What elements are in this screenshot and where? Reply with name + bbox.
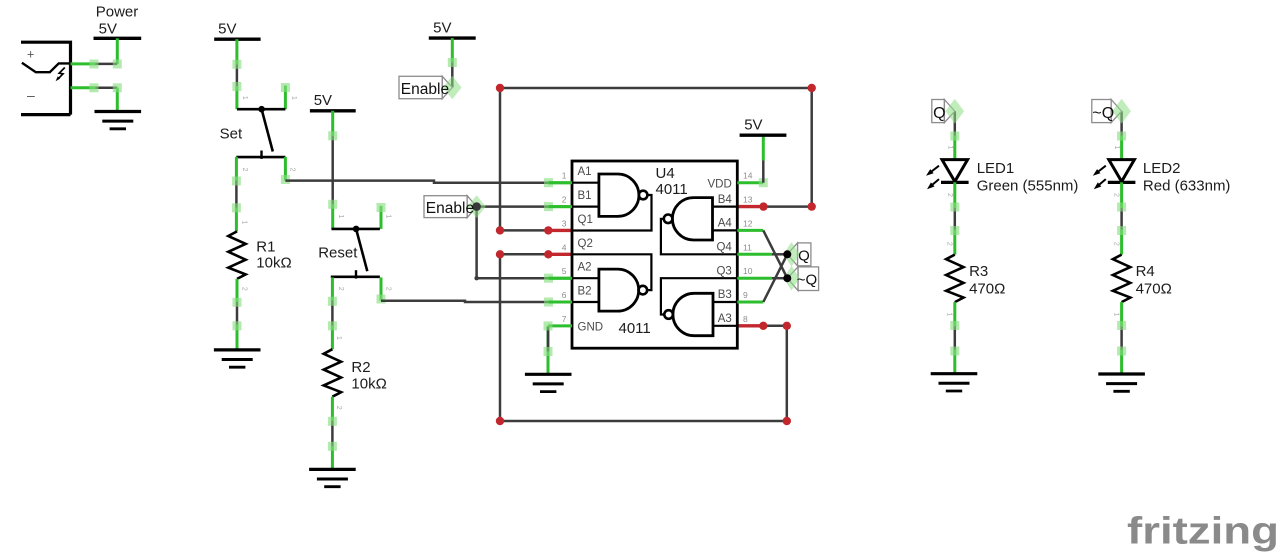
svg-text:R2: R2: [351, 359, 370, 376]
svg-text:A1: A1: [578, 166, 592, 178]
svg-text:5V: 5V: [99, 20, 117, 37]
svg-text:Q1: Q1: [578, 214, 593, 226]
svg-text:A3: A3: [718, 313, 732, 325]
svg-text:1: 1: [1112, 313, 1119, 317]
svg-text:2: 2: [335, 406, 342, 410]
svg-text:7: 7: [562, 314, 567, 324]
svg-text:470Ω: 470Ω: [969, 280, 1005, 297]
svg-text:Q4: Q4: [716, 242, 732, 254]
svg-text:GND: GND: [578, 322, 604, 334]
svg-text:Q3: Q3: [716, 265, 731, 277]
svg-text:B2: B2: [578, 286, 592, 298]
svg-text:fritzing: fritzing: [1127, 511, 1279, 553]
svg-text:Q: Q: [798, 247, 810, 264]
svg-text:–: –: [27, 87, 35, 103]
svg-text:1: 1: [241, 96, 248, 100]
svg-text:LED1: LED1: [977, 160, 1015, 177]
svg-text:1: 1: [290, 96, 297, 100]
svg-text:5V: 5V: [744, 117, 762, 134]
svg-text:2: 2: [385, 287, 392, 291]
svg-text:2: 2: [337, 287, 344, 291]
svg-text:A2: A2: [578, 262, 592, 274]
svg-text:2: 2: [946, 193, 953, 197]
svg-text:Set: Set: [220, 125, 243, 142]
svg-text:B1: B1: [578, 190, 592, 202]
svg-text:LED2: LED2: [1143, 160, 1181, 177]
svg-text:2: 2: [1112, 193, 1119, 197]
svg-text:11: 11: [743, 242, 752, 252]
svg-text:Green (555nm): Green (555nm): [977, 177, 1079, 194]
svg-text:1: 1: [947, 145, 954, 149]
svg-text:2: 2: [241, 168, 248, 172]
svg-text:Enable: Enable: [426, 200, 474, 217]
svg-text:6: 6: [562, 290, 567, 300]
svg-text:3: 3: [562, 218, 567, 228]
svg-text:4011: 4011: [619, 320, 651, 337]
svg-text:+: +: [27, 48, 34, 62]
svg-text:1: 1: [946, 313, 953, 317]
svg-text:2: 2: [240, 287, 247, 291]
svg-text:~Q: ~Q: [1092, 105, 1114, 122]
svg-text:9: 9: [743, 290, 748, 300]
svg-text:1: 1: [1113, 145, 1120, 149]
svg-text:1: 1: [385, 214, 392, 218]
svg-text:5V: 5V: [218, 21, 236, 38]
svg-text:1: 1: [241, 221, 248, 225]
svg-text:Reset: Reset: [318, 245, 358, 262]
svg-text:10: 10: [743, 266, 753, 276]
svg-text:VDD: VDD: [708, 179, 732, 191]
svg-text:R3: R3: [969, 263, 988, 280]
svg-text:2: 2: [946, 242, 953, 246]
svg-text:4: 4: [562, 242, 567, 252]
svg-text:Red (633nm): Red (633nm): [1143, 177, 1231, 194]
svg-text:B4: B4: [718, 194, 733, 206]
svg-text:R1: R1: [256, 239, 275, 256]
svg-text:1: 1: [335, 336, 342, 340]
svg-text:1: 1: [337, 214, 344, 218]
svg-text:14: 14: [743, 171, 753, 181]
svg-text:2: 2: [1112, 242, 1119, 246]
svg-text:12: 12: [743, 218, 753, 228]
svg-text:Q: Q: [933, 105, 945, 122]
svg-text:1: 1: [562, 171, 567, 181]
svg-text:5V: 5V: [314, 92, 332, 109]
svg-text:Q2: Q2: [578, 238, 593, 250]
svg-text:5V: 5V: [433, 20, 451, 37]
svg-text:5: 5: [562, 266, 567, 276]
svg-text:~Q: ~Q: [797, 272, 817, 289]
svg-text:470Ω: 470Ω: [1136, 280, 1172, 297]
svg-text:4011: 4011: [656, 181, 688, 198]
svg-text:U4: U4: [656, 165, 675, 182]
svg-text:8: 8: [743, 314, 748, 324]
svg-text:10kΩ: 10kΩ: [351, 375, 386, 392]
svg-text:B3: B3: [718, 289, 732, 301]
svg-text:Enable: Enable: [401, 81, 449, 98]
svg-text:13: 13: [743, 195, 753, 205]
svg-text:2: 2: [562, 195, 567, 205]
svg-text:10kΩ: 10kΩ: [256, 254, 291, 271]
svg-text:R4: R4: [1136, 263, 1155, 280]
svg-text:2: 2: [288, 168, 295, 172]
svg-text:A4: A4: [718, 218, 733, 230]
svg-text:Power: Power: [96, 4, 139, 21]
